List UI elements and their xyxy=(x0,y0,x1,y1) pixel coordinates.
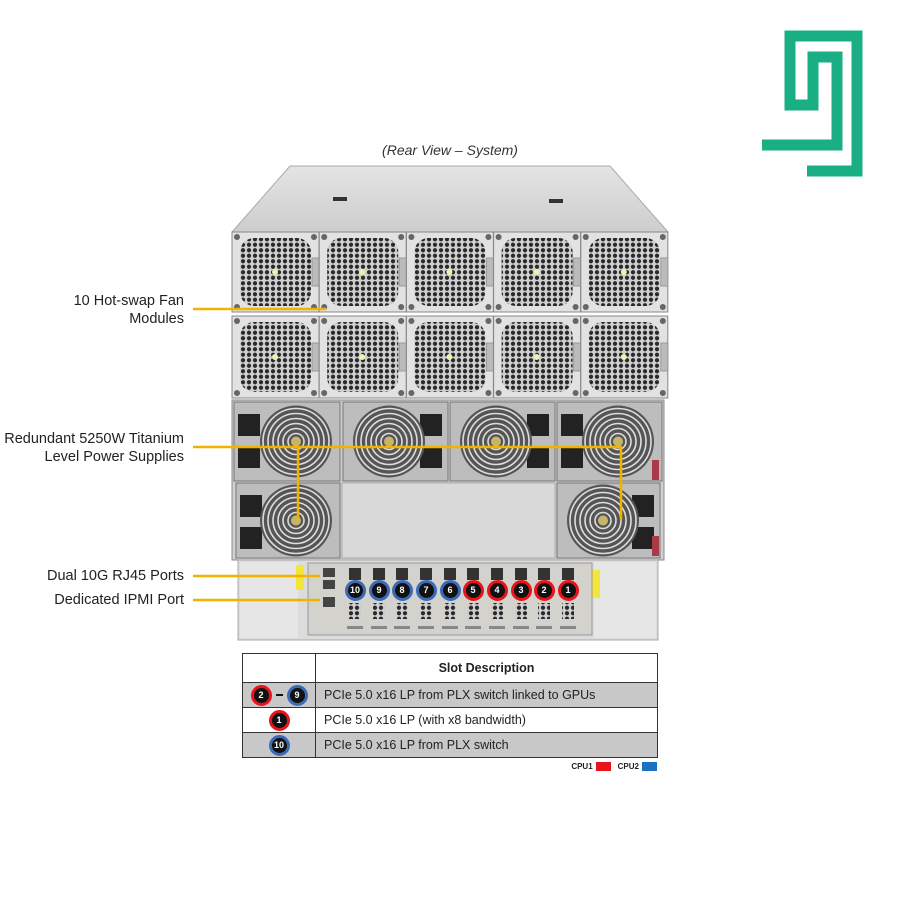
power-supply xyxy=(449,401,556,482)
callout-text: Modules xyxy=(129,311,184,327)
slot-badge-cpu2: 10 xyxy=(268,734,290,756)
power-supply xyxy=(233,401,341,482)
power-socket xyxy=(527,446,549,468)
power-supply xyxy=(342,401,449,482)
power-socket xyxy=(240,495,262,517)
callout-ipmi: Dedicated IPMI Port xyxy=(54,592,184,608)
pcie-slot xyxy=(489,568,505,629)
table-row: 1 PCIe 5.0 x16 LP (with x8 bandwidth) xyxy=(242,707,658,733)
callout-text: Redundant 5250W Titanium xyxy=(4,431,184,447)
ipmi-port xyxy=(323,597,335,607)
slot-description: PCIe 5.0 x16 LP from PLX switch linked t… xyxy=(315,682,658,708)
pcie-slot xyxy=(536,568,552,629)
pcie-slot xyxy=(513,568,529,629)
slot-badge-5: 5 xyxy=(462,579,484,601)
table-header-blank xyxy=(242,653,316,683)
fan-module xyxy=(493,231,582,313)
power-socket xyxy=(420,414,442,436)
power-supply xyxy=(556,401,663,482)
fan-module xyxy=(231,231,320,313)
slot-badge-3: 3 xyxy=(510,579,532,601)
power-socket xyxy=(527,414,549,436)
rj45-port xyxy=(323,568,335,577)
pcie-slot xyxy=(465,568,481,629)
power-socket xyxy=(238,446,260,468)
fan-module xyxy=(580,315,669,399)
fan-module xyxy=(580,231,669,313)
callout-rj45: Dual 10G RJ45 Ports xyxy=(46,568,184,584)
pcie-slot xyxy=(442,568,458,629)
fan-module xyxy=(318,231,407,313)
table-header: Slot Description xyxy=(315,653,658,683)
chassis-top xyxy=(230,165,670,233)
cpu-legend: CPU1 CPU2 xyxy=(540,762,657,771)
pcie-slot xyxy=(560,568,576,629)
range-dash xyxy=(275,694,283,696)
legend-cpu2-label: CPU2 xyxy=(617,762,639,771)
callout-power-supplies: Redundant 5250W Titanium Level Power Sup… xyxy=(4,430,184,466)
slot-badge-1: 1 xyxy=(557,579,579,601)
table-row: 10 PCIe 5.0 x16 LP from PLX switch xyxy=(242,732,658,758)
legend-cpu1-label: CPU1 xyxy=(571,762,593,771)
pcie-slot xyxy=(394,568,410,629)
slot-description: PCIe 5.0 x16 LP from PLX switch xyxy=(315,732,658,758)
callout-lines xyxy=(193,307,623,602)
slot-description: PCIe 5.0 x16 LP (with x8 bandwidth) xyxy=(315,707,658,733)
slot-badge-4: 4 xyxy=(486,579,508,601)
slot-badge-7: 7 xyxy=(415,579,437,601)
fan-module xyxy=(405,315,494,399)
power-supply xyxy=(235,482,341,559)
view-caption: (Rear View – System) xyxy=(382,142,518,158)
power-socket xyxy=(561,414,583,436)
slot-badge-cpu1: 2 xyxy=(250,684,272,706)
slot-badge-9: 9 xyxy=(368,579,390,601)
pcie-slot xyxy=(347,568,363,629)
slot-badge-2: 2 xyxy=(533,579,555,601)
brand-logo xyxy=(762,30,863,177)
slot-badge-10: 10 xyxy=(344,579,366,601)
legend-cpu2-swatch xyxy=(642,762,657,771)
power-socket xyxy=(632,527,654,549)
power-socket xyxy=(240,527,262,549)
power-supply xyxy=(556,482,661,559)
power-socket xyxy=(561,446,583,468)
fan-module xyxy=(405,231,494,313)
rj45-port xyxy=(323,580,335,589)
callout-text: 10 Hot-swap Fan xyxy=(73,293,184,309)
power-socket xyxy=(420,446,442,468)
slot-badge-6: 6 xyxy=(439,579,461,601)
blank-panel xyxy=(341,482,556,559)
fan-module xyxy=(493,315,582,399)
slot-badge-cpu2: 9 xyxy=(286,684,308,706)
power-socket xyxy=(238,414,260,436)
fan-module xyxy=(231,315,320,399)
callout-fan-modules: 10 Hot-swap Fan Modules xyxy=(74,292,184,328)
fan-module xyxy=(318,315,407,399)
pcie-slot xyxy=(371,568,387,629)
slot-badge-cpu1: 1 xyxy=(268,709,290,731)
legend-cpu1-swatch xyxy=(595,762,611,771)
slot-badge-8: 8 xyxy=(391,579,413,601)
pcie-slot xyxy=(418,568,434,629)
callout-text: Level Power Supplies xyxy=(44,449,184,465)
